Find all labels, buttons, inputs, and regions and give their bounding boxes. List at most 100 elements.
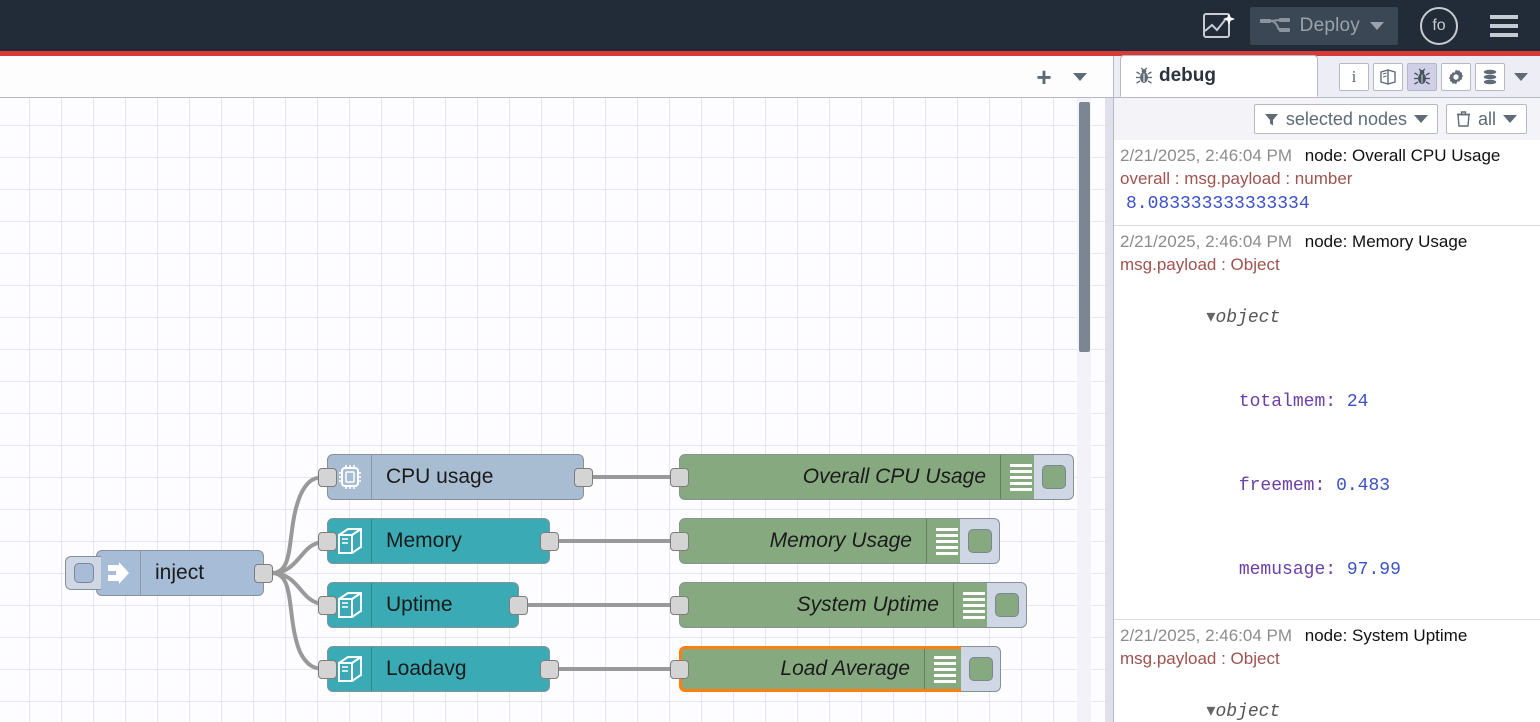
port-output[interactable]	[574, 468, 593, 487]
wire-inject-cpu	[272, 477, 327, 573]
tab-debug[interactable]: debug	[1120, 55, 1318, 97]
add-tab-label: +	[1036, 67, 1051, 87]
sidebar-tab-bar: debug i	[1114, 56, 1540, 98]
node-debug-label: System Uptime	[797, 593, 939, 617]
debug-message[interactable]: 2/21/2025, 2:46:04 PM node: Memory Usage…	[1114, 226, 1540, 620]
chevron-down-icon	[1073, 73, 1087, 81]
database-icon[interactable]	[1475, 63, 1505, 91]
workspace: +	[0, 56, 1113, 722]
hamburger-menu-icon[interactable]	[1484, 8, 1524, 44]
deploy-icon	[1260, 17, 1290, 35]
object-property-row: freemem: 0.483	[1120, 444, 1535, 528]
bug-icon	[1135, 67, 1153, 85]
info-icon[interactable]: i	[1339, 63, 1369, 91]
wire-inject-loadavg	[272, 573, 327, 669]
node-memory-label: Memory	[386, 529, 462, 553]
object-root-label: object	[1215, 702, 1280, 722]
object-key: memusage	[1239, 560, 1325, 580]
debug-msg-timestamp: 2/21/2025, 2:46:04 PM	[1120, 146, 1292, 165]
port-input[interactable]	[318, 660, 337, 679]
chevron-down-icon	[1414, 115, 1428, 123]
port-input[interactable]	[318, 468, 337, 487]
sidebar: debug i	[1113, 56, 1540, 722]
book-icon[interactable]	[1373, 63, 1403, 91]
avatar-initials: fo	[1432, 17, 1445, 35]
port-output[interactable]	[509, 596, 528, 615]
object-value: 97.99	[1347, 560, 1401, 580]
node-debug-overall-cpu-usage[interactable]: Overall CPU Usage	[679, 454, 1041, 500]
debug-msg-source-node: node: System Uptime	[1305, 626, 1468, 645]
debug-message-list[interactable]: 2/21/2025, 2:46:04 PM node: Overall CPU …	[1114, 140, 1540, 722]
debug-enable-toggle[interactable]	[960, 518, 1000, 564]
ai-flow-icon[interactable]	[1198, 8, 1242, 44]
node-debug-load-average[interactable]: Load Average	[679, 646, 967, 692]
port-output[interactable]	[540, 532, 559, 551]
clear-label: all	[1478, 109, 1496, 130]
object-root-row[interactable]: ▾object	[1120, 670, 1535, 722]
chevron-down-icon	[1514, 73, 1528, 81]
sidebar-tools: i	[1339, 63, 1540, 97]
wires-layer	[0, 98, 1113, 722]
node-memory[interactable]: Memory	[327, 518, 550, 564]
debug-msg-value: 8.083333333333334	[1120, 190, 1535, 218]
object-root-row[interactable]: ▾object	[1120, 276, 1535, 360]
object-root-label: object	[1215, 308, 1280, 328]
deploy-label: Deploy	[1300, 15, 1360, 37]
debug-msg-source-node: node: Memory Usage	[1305, 232, 1468, 251]
port-input[interactable]	[318, 596, 337, 615]
port-output[interactable]	[254, 564, 273, 583]
clear-messages-dropdown[interactable]: all	[1446, 104, 1527, 134]
filter-selected-nodes-dropdown[interactable]: selected nodes	[1254, 104, 1438, 134]
node-debug-system-uptime[interactable]: System Uptime	[679, 582, 994, 628]
avatar[interactable]: fo	[1420, 7, 1458, 45]
chevron-down-icon[interactable]	[1370, 22, 1384, 30]
port-output[interactable]	[540, 660, 559, 679]
node-loadavg[interactable]: Loadavg	[327, 646, 550, 692]
debug-message[interactable]: 2/21/2025, 2:46:04 PM node: Overall CPU …	[1114, 140, 1540, 226]
bug-icon[interactable]	[1407, 63, 1437, 91]
add-flow-tab-button[interactable]: +	[1027, 62, 1061, 92]
filter-label: selected nodes	[1286, 109, 1407, 130]
node-loadavg-label: Loadavg	[386, 657, 467, 681]
object-value: 0.483	[1336, 476, 1390, 496]
object-property-row: memusage: 97.99	[1120, 528, 1535, 612]
object-key: freemem	[1239, 476, 1315, 496]
port-input[interactable]	[670, 596, 689, 615]
debug-enable-toggle[interactable]	[987, 582, 1027, 628]
deploy-button[interactable]: Deploy	[1250, 7, 1398, 45]
chevron-down-icon	[1503, 115, 1517, 123]
debug-enable-toggle[interactable]	[961, 646, 1001, 692]
arrow-right-icon	[97, 551, 141, 595]
canvas-tab-bar: +	[0, 56, 1113, 98]
node-debug-memory-usage[interactable]: Memory Usage	[679, 518, 967, 564]
port-input[interactable]	[670, 660, 689, 679]
object-value: 24	[1347, 392, 1369, 412]
debug-msg-timestamp: 2/21/2025, 2:46:04 PM	[1120, 626, 1292, 645]
canvas-scrollbar-thumb[interactable]	[1079, 102, 1090, 352]
gear-icon[interactable]	[1441, 63, 1471, 91]
flow-canvas[interactable]: inject CPU usage	[0, 98, 1113, 722]
node-debug-label: Load Average	[780, 657, 910, 681]
debug-enable-toggle[interactable]	[1034, 454, 1074, 500]
node-uptime[interactable]: Uptime	[327, 582, 519, 628]
debug-msg-topic: overall : msg.payload : number	[1120, 168, 1535, 190]
sidebar-more-button[interactable]	[1509, 63, 1533, 91]
port-input[interactable]	[670, 532, 689, 551]
debug-message[interactable]: 2/21/2025, 2:46:04 PM node: System Uptim…	[1114, 620, 1540, 722]
inject-trigger-button[interactable]	[65, 556, 101, 590]
flow-tab-menu-button[interactable]	[1065, 62, 1095, 92]
node-inject[interactable]: inject	[96, 550, 264, 596]
node-inject-label: inject	[155, 561, 204, 585]
funnel-icon	[1264, 112, 1279, 127]
object-property-row: totalmem: 24	[1120, 360, 1535, 444]
node-uptime-label: Uptime	[386, 593, 453, 617]
debug-filter-bar: selected nodes all	[1114, 98, 1540, 140]
port-input[interactable]	[318, 532, 337, 551]
node-cpu-usage[interactable]: CPU usage	[327, 454, 584, 500]
app-header: Deploy fo	[0, 0, 1540, 51]
port-input[interactable]	[670, 468, 689, 487]
node-cpu-usage-label: CPU usage	[386, 465, 493, 489]
debug-msg-topic: msg.payload : Object	[1120, 648, 1535, 670]
trash-icon	[1456, 111, 1471, 127]
node-debug-label: Overall CPU Usage	[803, 465, 986, 489]
